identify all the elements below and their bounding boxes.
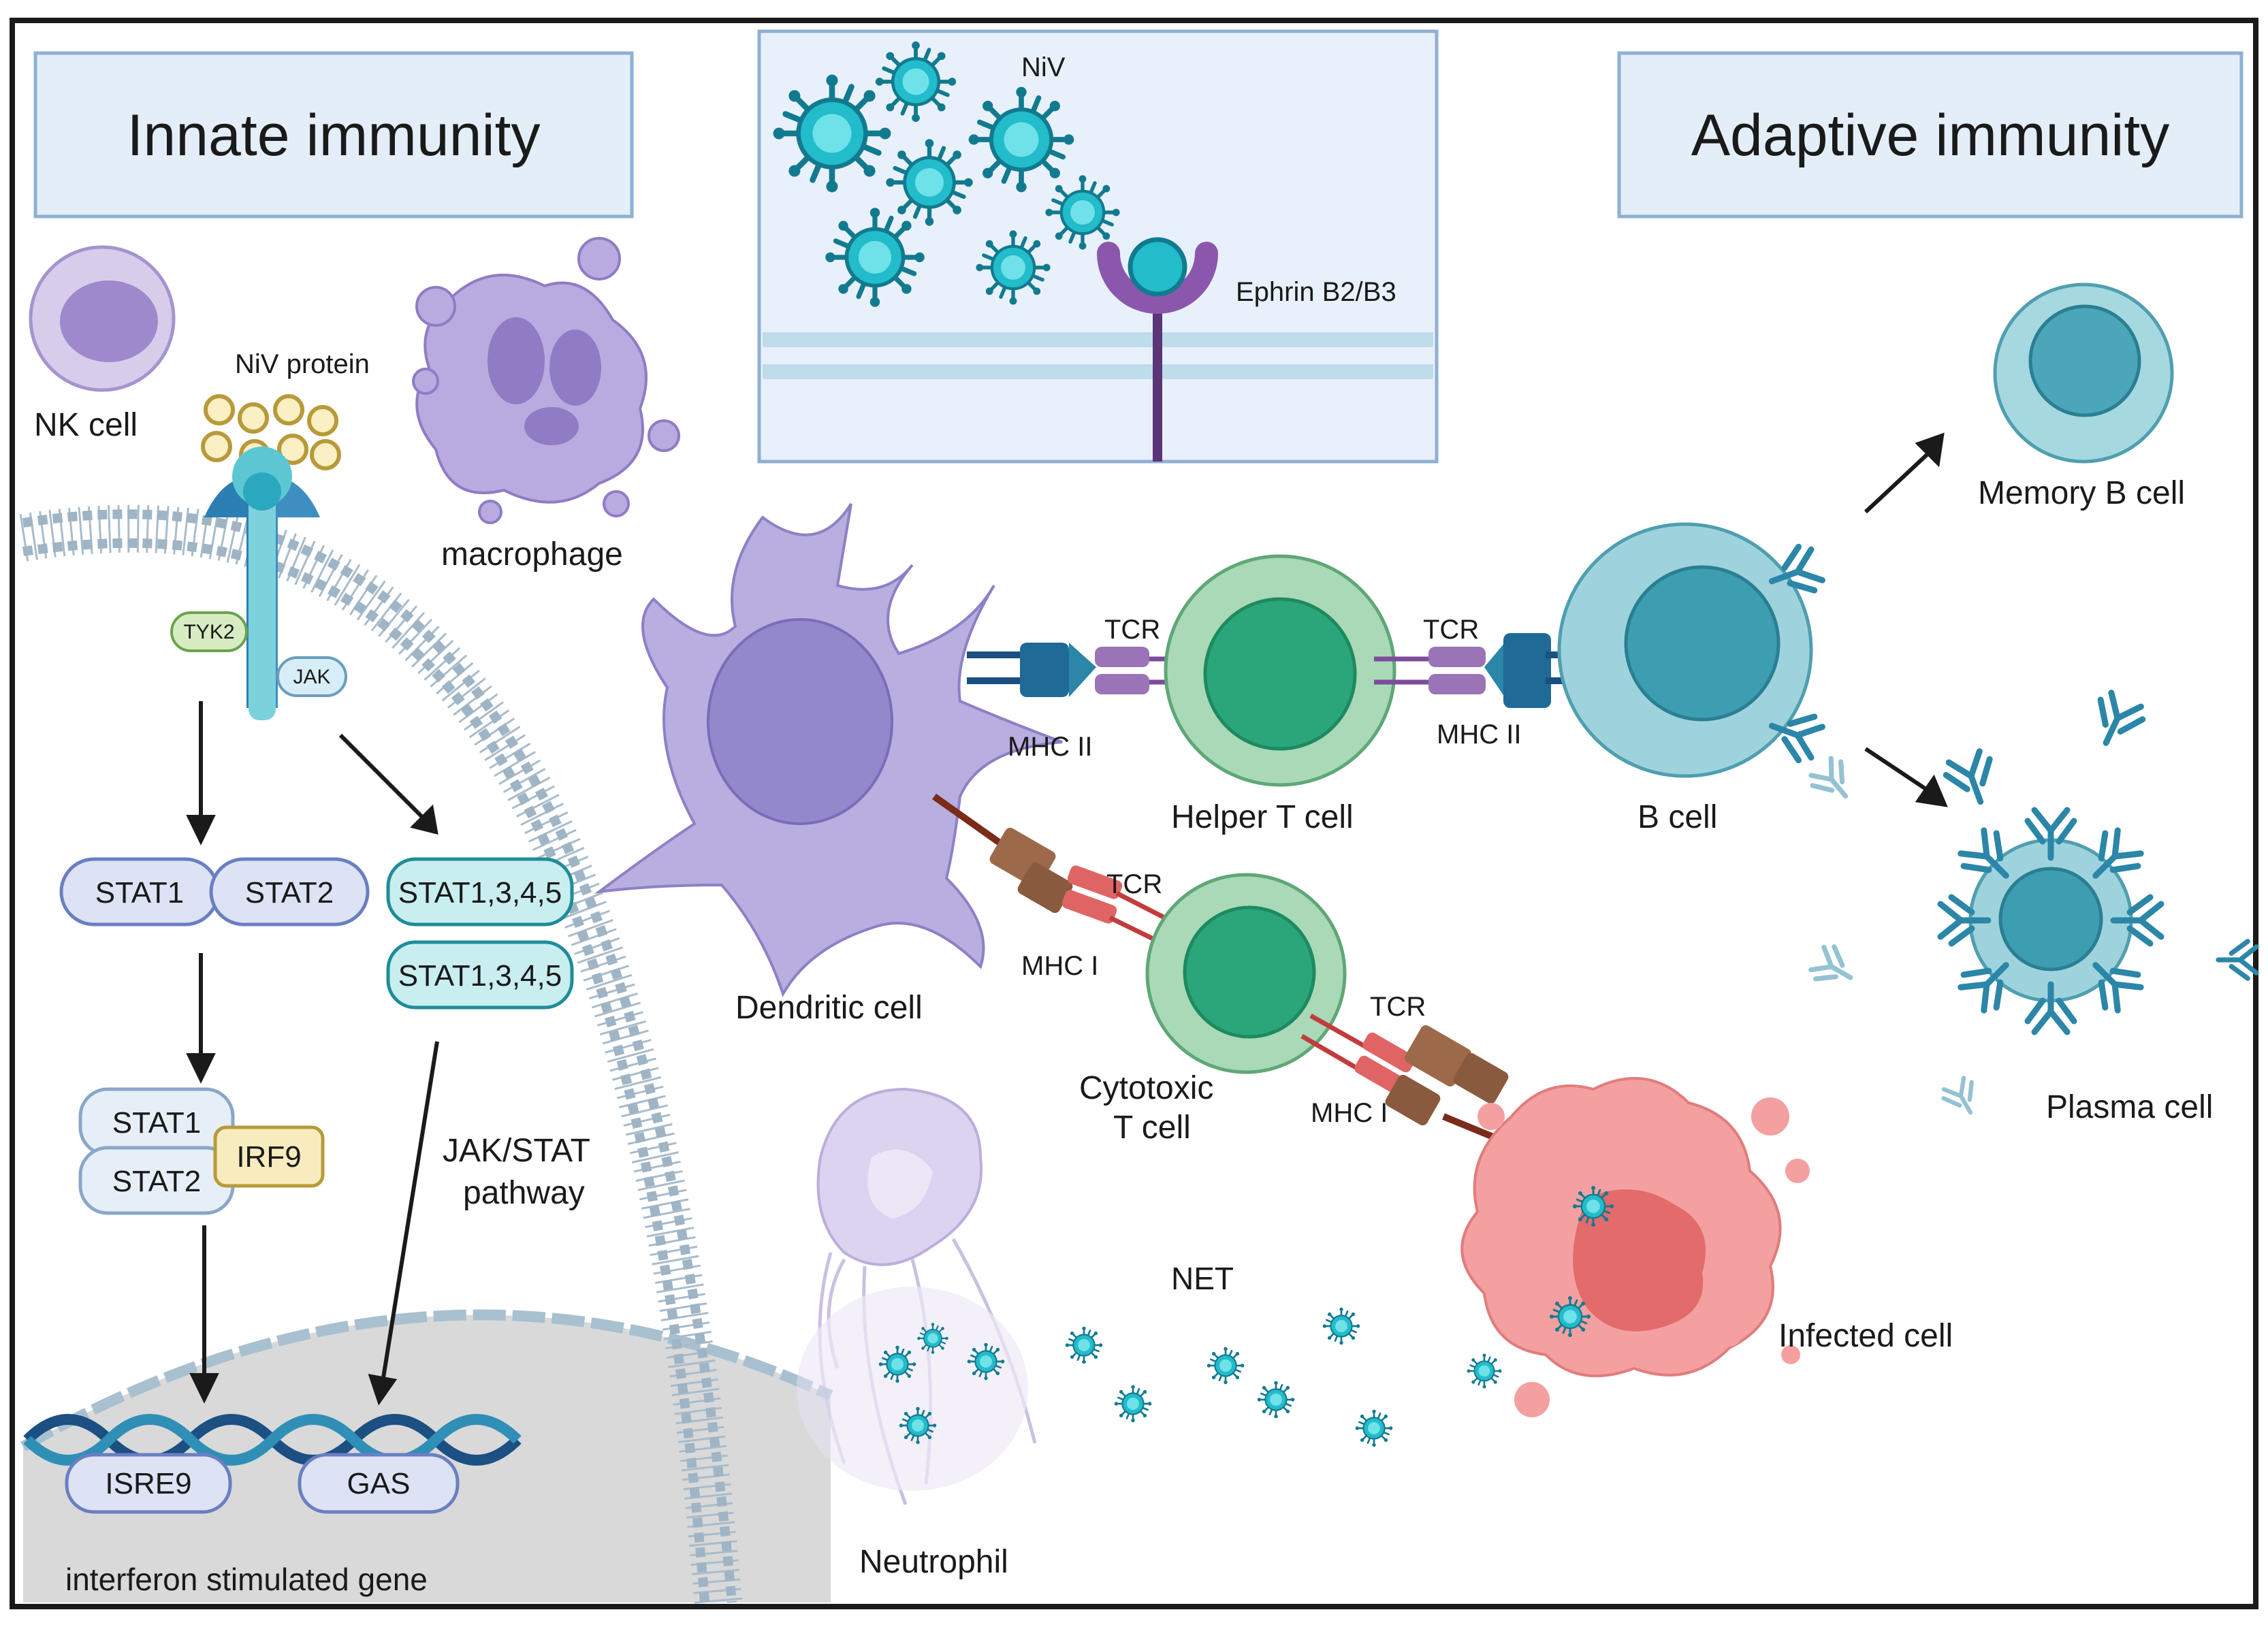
tcr-cyto-left-label: TCR bbox=[1106, 869, 1162, 899]
isg-label: interferon stimulated gene bbox=[65, 1562, 428, 1597]
tcr-helper-label: TCR bbox=[1104, 615, 1160, 645]
stat-multi-label-1: STAT1,3,4,5 bbox=[398, 876, 562, 909]
innate-arrows bbox=[186, 701, 439, 1406]
stat-multi-label-2: STAT1,3,4,5 bbox=[398, 959, 562, 993]
niv-virion bbox=[876, 42, 956, 122]
adaptive-immunity-title: Adaptive immunity bbox=[1691, 103, 2170, 168]
macrophage-label: macrophage bbox=[441, 536, 623, 573]
tyk2-label: TYK2 bbox=[183, 621, 234, 643]
infected-cell-label: Infected cell bbox=[1778, 1318, 1953, 1354]
niv-virion bbox=[969, 87, 1074, 193]
memory-b-cell bbox=[1993, 283, 2174, 464]
tcr-bcell-label: TCR bbox=[1423, 615, 1479, 645]
ephrin-receptor bbox=[1097, 237, 1218, 462]
niv-virion bbox=[773, 75, 891, 193]
complex-stat2-label: STAT2 bbox=[112, 1165, 201, 1198]
tcr-cyto-right-label: TCR bbox=[1370, 992, 1426, 1022]
tyk2-badge: TYK2 bbox=[170, 611, 248, 652]
mhc2-right-label: MHC II bbox=[1437, 720, 1521, 750]
stat1-stat2-dimer: STAT1 STAT2 bbox=[59, 857, 370, 927]
nk-cell bbox=[29, 245, 176, 392]
niv-protein-label: NiV protein bbox=[235, 349, 370, 379]
niv-virion bbox=[825, 208, 925, 307]
dna-helix bbox=[23, 1414, 522, 1466]
mhc1-tcr-left-complex bbox=[932, 793, 1179, 950]
mhc2-left-label: MHC II bbox=[1008, 732, 1092, 762]
macrophage bbox=[412, 237, 680, 524]
gas-label: GAS bbox=[347, 1467, 411, 1500]
isre9-element: ISRE9 bbox=[65, 1453, 232, 1514]
isgf3-complex: STAT1 STAT2 IRF9 bbox=[78, 1087, 325, 1215]
figure-frame bbox=[10, 18, 2258, 1609]
stat2-label: STAT2 bbox=[245, 876, 334, 909]
interferon-receptor bbox=[204, 447, 320, 720]
niv-virion bbox=[976, 230, 1050, 304]
tcr-mhc2-right-complex bbox=[1374, 633, 1607, 708]
jak-badge: JAK bbox=[276, 656, 347, 697]
memory-b-label: Memory B cell bbox=[1978, 475, 2185, 511]
cytotoxic-t-label: Cytotoxic T cell bbox=[1079, 1070, 1223, 1146]
helper-t-cell bbox=[1164, 554, 1396, 787]
jak-stat-pathway-label: JAK/STAT pathway bbox=[443, 1133, 598, 1211]
adaptive-title-box: Adaptive immunity bbox=[1617, 51, 2243, 219]
stat1-label: STAT1 bbox=[95, 876, 184, 909]
plasma-cell-label: Plasma cell bbox=[2046, 1089, 2213, 1125]
neutrophil bbox=[797, 1087, 1037, 1505]
tcr-mhc1-right-complex bbox=[1300, 1013, 1561, 1167]
differentiation-arrows bbox=[1864, 432, 1948, 807]
plasma-cell bbox=[1940, 810, 2161, 1032]
b-cell bbox=[1557, 522, 1813, 778]
neutrophil-label: Neutrophil bbox=[859, 1544, 1008, 1580]
stat-multi-dimer: STAT1,3,4,5 STAT1,3,4,5 bbox=[386, 857, 574, 1010]
jak-label: JAK bbox=[293, 666, 330, 688]
niv-protein-particles bbox=[201, 394, 341, 470]
nk-cell-label: NK cell bbox=[34, 407, 138, 443]
b-cell-label: B cell bbox=[1638, 799, 1717, 835]
innate-immunity-title: Innate immunity bbox=[127, 103, 540, 168]
cytotoxic-t-cell bbox=[1145, 873, 1347, 1074]
mhc2-tcr-left-complex bbox=[967, 643, 1192, 697]
niv-virion bbox=[886, 139, 972, 225]
irf9-label: IRF9 bbox=[236, 1140, 301, 1174]
mhc1-right-label: MHC I bbox=[1311, 1098, 1388, 1128]
helper-t-label: Helper T cell bbox=[1171, 799, 1354, 835]
dendritic-cell bbox=[594, 502, 1063, 997]
gas-element: GAS bbox=[298, 1453, 460, 1514]
cell-membrane bbox=[19, 504, 742, 1605]
ephrin-label: Ephrin B2/B3 bbox=[1236, 277, 1396, 307]
niv-virion bbox=[1045, 175, 1119, 249]
dendritic-cell-label: Dendritic cell bbox=[735, 990, 923, 1026]
net-label: NET bbox=[1171, 1261, 1234, 1296]
niv-label: NiV bbox=[1021, 52, 1066, 82]
innate-title-box: Innate immunity bbox=[33, 51, 634, 219]
mhc1-left-label: MHC I bbox=[1021, 951, 1098, 981]
virus-panel: NiV Ephrin B2/B3 bbox=[757, 29, 1439, 464]
isre9-label: ISRE9 bbox=[105, 1467, 191, 1500]
infected-cell bbox=[1460, 1077, 1810, 1417]
complex-stat1-label: STAT1 bbox=[112, 1106, 201, 1140]
